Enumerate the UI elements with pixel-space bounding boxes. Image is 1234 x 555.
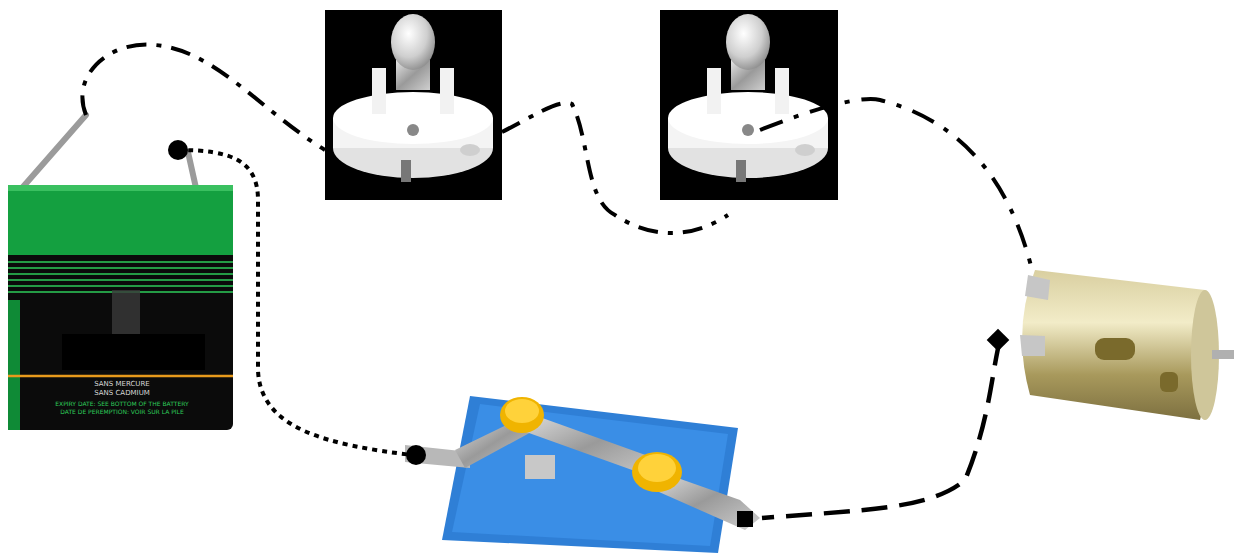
battery-label: SANS CADMIUM	[94, 390, 150, 397]
wires	[82, 45, 1032, 527]
battery-label: SANS MERCURE	[94, 381, 150, 388]
switch	[405, 396, 760, 553]
bulb-holder	[660, 10, 838, 200]
motor	[1020, 270, 1234, 420]
battery-label: EXPIRY DATE: SEE BOTTOM OF THE BATTERY	[55, 401, 188, 407]
battery-label: DATE DE PEREMPTION: VOIR SUR LA PILE	[60, 409, 183, 415]
bulb-holder	[325, 10, 502, 200]
battery	[8, 115, 233, 430]
